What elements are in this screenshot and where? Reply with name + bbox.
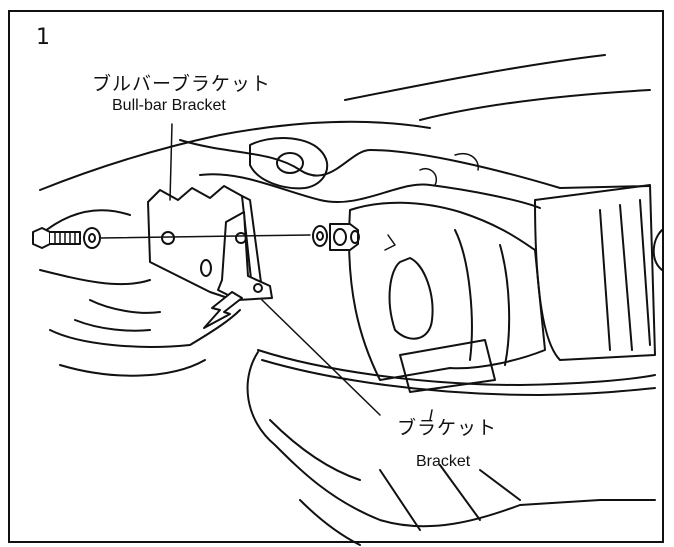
upper-panel-line xyxy=(419,89,651,121)
left-fender-detail xyxy=(89,299,161,314)
frame-detail xyxy=(384,234,396,251)
lower-cowling-line xyxy=(479,469,521,501)
mount-hole xyxy=(276,152,304,174)
bracket-label-jp: ブラケット xyxy=(397,417,498,439)
chassis-detail xyxy=(454,229,473,361)
chassis-section xyxy=(348,201,546,381)
left-fender xyxy=(59,359,206,377)
lower-cowling-line xyxy=(379,469,421,531)
small-bracket-hole xyxy=(235,232,247,244)
nut-icon xyxy=(329,223,360,251)
bullbar-bracket-label-jp: ブルバーブラケット xyxy=(92,73,271,95)
left-fender xyxy=(39,269,151,286)
bolt-icon xyxy=(32,227,81,249)
frame-detail xyxy=(619,204,633,351)
left-fender-detail xyxy=(74,319,151,332)
left-fender xyxy=(49,309,241,348)
small-bracket-hole xyxy=(253,283,263,293)
small-bracket xyxy=(217,211,273,301)
chassis-slot xyxy=(388,257,434,340)
lower-cowling xyxy=(246,351,656,528)
bolt-axis-line xyxy=(99,234,311,239)
mount-boss xyxy=(249,137,329,190)
leader-line xyxy=(261,299,381,416)
bullbar-bracket-label-en: Bull-bar Bracket xyxy=(112,97,226,114)
lower-cowling-line xyxy=(299,499,361,546)
diagram-frame xyxy=(8,10,664,543)
direction-arrow xyxy=(203,291,243,329)
left-fender xyxy=(39,209,131,236)
frame-detail xyxy=(599,209,611,351)
frame-detail xyxy=(419,168,437,186)
frame-detail xyxy=(429,409,433,421)
leader-line xyxy=(169,123,173,201)
right-curve xyxy=(652,229,663,271)
frame-block xyxy=(534,184,656,361)
frame-rail-top xyxy=(39,120,431,191)
frame-detail xyxy=(639,199,651,346)
washer-icon xyxy=(312,225,328,247)
frame-rail xyxy=(199,173,541,209)
step-number: 1 xyxy=(36,25,50,50)
chassis-detail xyxy=(499,244,511,366)
bullbar-bracket-slot xyxy=(200,259,212,277)
bracket-label-en: Bracket xyxy=(416,453,471,470)
lower-cowling-line xyxy=(439,464,481,521)
lower-cowling-line xyxy=(269,419,361,481)
bullbar-bracket-hole xyxy=(161,231,175,245)
frame-detail xyxy=(454,153,479,171)
lower-edge xyxy=(261,359,656,396)
lower-edge xyxy=(257,349,656,386)
washer-icon xyxy=(83,227,101,249)
upper-panel-line xyxy=(344,54,606,101)
